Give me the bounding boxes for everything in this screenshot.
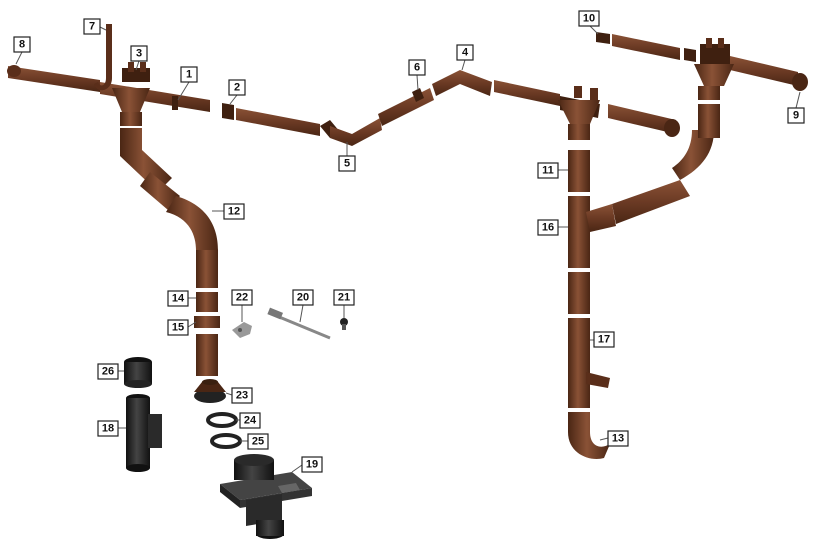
label-21: 21 [333,289,355,318]
gutter-top-right [596,32,808,91]
label-25: 25 [240,433,269,450]
svg-text:7: 7 [89,21,95,33]
label-23: 23 [225,387,253,404]
svg-text:8: 8 [19,39,25,51]
svg-text:21: 21 [338,292,350,304]
label-2: 2 [228,79,246,105]
svg-text:5: 5 [344,158,350,170]
svg-text:13: 13 [612,433,624,445]
svg-text:2: 2 [234,82,240,94]
label-16: 16 [537,219,568,236]
gutter-corner-5 [330,118,382,146]
gutter-connector-2 [222,103,234,120]
svg-text:4: 4 [462,47,469,59]
ring-25 [210,433,242,449]
outlet-funnel-right [558,100,600,140]
label-15: 15 [167,319,197,336]
label-12: 12 [212,203,245,220]
svg-text:10: 10 [583,13,595,25]
reducer-23 [194,379,226,403]
label-26: 26 [97,363,124,380]
label-8: 8 [13,36,31,65]
label-17: 17 [590,331,615,348]
label-11: 11 [537,162,568,179]
downpipe-left-vertical [194,250,220,376]
downpipe-right-vertical [568,150,616,459]
label-9: 9 [787,91,805,124]
label-3: 3 [130,45,148,71]
svg-text:25: 25 [252,436,264,448]
svg-text:18: 18 [102,423,114,435]
svg-text:16: 16 [542,222,554,234]
label-5: 5 [338,142,356,172]
label-10: 10 [578,10,600,35]
svg-text:22: 22 [236,292,248,304]
bracket-22 [232,322,252,338]
outlet-funnel-left [112,88,150,126]
label-20: 20 [292,289,314,323]
gutter-segment-e [608,104,680,137]
svg-text:17: 17 [598,334,610,346]
gutter-left-end [7,65,100,92]
gutter-parts [7,24,808,146]
svg-text:14: 14 [172,293,185,305]
svg-text:24: 24 [244,415,257,427]
outlet-funnel-top-right [694,64,734,138]
svg-text:23: 23 [236,390,248,402]
svg-text:3: 3 [136,48,142,60]
label-22: 22 [231,289,253,322]
screw-21 [340,318,348,330]
rod-20 [267,307,331,340]
label-7: 7 [83,18,107,35]
gutter-hook-7 [94,24,112,91]
gutter-bracket-1 [172,96,178,110]
svg-text:12: 12 [228,206,240,218]
svg-text:19: 19 [306,459,318,471]
gutter-corner-4 [432,70,492,96]
label-19: 19 [291,456,323,473]
svg-text:6: 6 [414,62,420,74]
ring-24 [206,412,238,428]
accessory-parts [124,307,348,539]
adapter-26 [124,357,152,388]
label-18: 18 [97,420,126,437]
drain-19 [220,454,312,539]
inspection-18 [126,394,162,472]
part-labels: 1 2 3 4 5 6 7 8 9 10 11 12 13 14 15 16 1… [13,10,805,473]
label-14: 14 [167,290,196,307]
svg-text:1: 1 [186,69,192,81]
label-13: 13 [599,430,629,447]
svg-text:11: 11 [542,165,554,177]
label-4: 4 [456,44,474,71]
label-1: 1 [177,66,198,101]
gutter-segment-c [378,88,434,126]
svg-text:9: 9 [793,110,799,122]
downpipe-branch-16 [612,130,714,224]
downpipe-left-offset [140,172,218,250]
label-24: 24 [236,412,261,429]
label-6: 6 [408,59,426,91]
downpipe-left-elbow [120,128,172,192]
svg-text:26: 26 [102,366,114,378]
gutter-segment-b [236,108,340,138]
downpipe-parts [112,64,734,459]
svg-text:15: 15 [172,322,184,334]
svg-text:20: 20 [297,292,309,304]
